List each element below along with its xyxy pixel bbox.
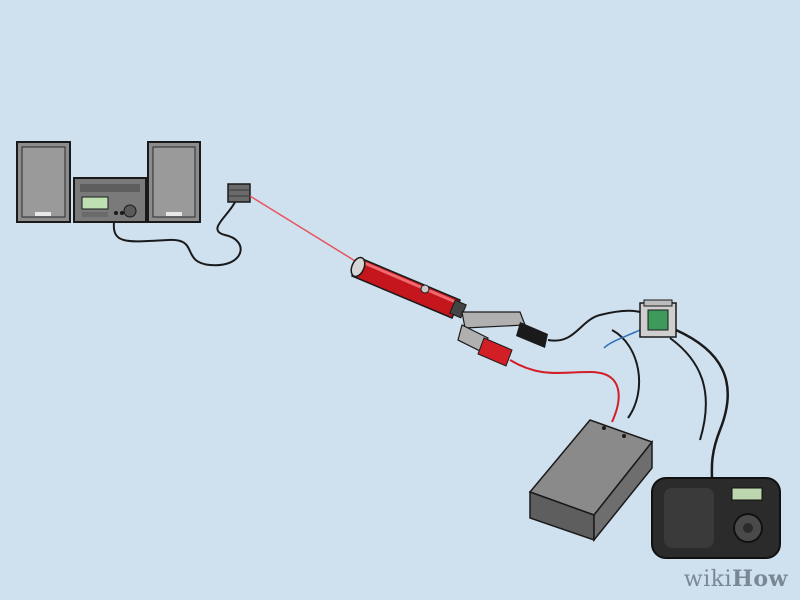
watermark-part2: How: [732, 566, 788, 592]
black-wire-to-battery: [611, 329, 641, 419]
radio-cable-2: [669, 337, 707, 441]
watermark-part1: wiki: [683, 567, 733, 592]
black-wire-to-transformer: [547, 309, 641, 342]
audio-cable: [112, 199, 242, 267]
radio-device-icon: [651, 477, 781, 559]
stereo-receiver-icon: [73, 177, 147, 223]
left-speaker-icon: [16, 141, 71, 223]
right-speaker-icon: [147, 141, 201, 223]
wikihow-watermark: wikiHow: [684, 566, 788, 592]
laser-pointer-icon: [350, 256, 467, 319]
transformer-icon: [639, 299, 677, 338]
red-wire-to-battery: [509, 359, 620, 423]
blue-wire: [603, 329, 641, 349]
red-alligator-clip-icon: [457, 324, 513, 367]
battery-pack-icon: [528, 419, 654, 543]
solar-cell-icon: [227, 183, 251, 203]
laser-beam: [249, 195, 361, 265]
black-alligator-clip-icon: [461, 311, 548, 348]
radio-cable-1: [675, 328, 729, 481]
